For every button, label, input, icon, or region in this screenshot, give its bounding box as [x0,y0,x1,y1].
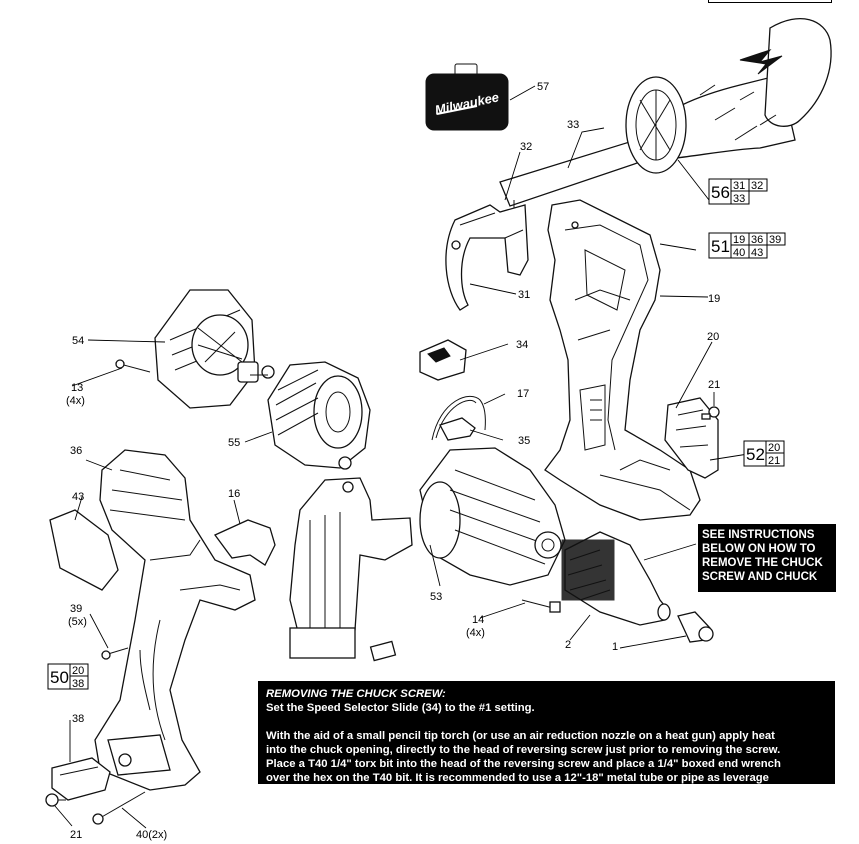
see-instructions-line: SCREW AND CHUCK [702,571,818,583]
callout-31: 31 [518,289,530,301]
assembly-box-56-sub: 31 [733,180,745,192]
screw-14-part [521,599,561,613]
screw-21b-part [45,793,66,807]
assembly-box-50-main: 50 [50,668,69,687]
callout-labels: 57 33 32 31 54 13 (4x) 55 34 17 35 19 20… [66,81,720,841]
assembly-box-50-sub: 20 [72,665,84,677]
instructions-line: into the chuck opening, directly to the … [266,744,781,756]
clamp-band-part [445,204,529,311]
instructions-title: REMOVING THE CHUCK SCREW: [266,688,446,700]
left-housing-half-part [94,449,256,791]
callout-14: 14 [472,614,484,626]
screw-13-part [115,359,151,373]
instructions-line: With the aid of a small pencil tip torch… [266,730,775,742]
see-instructions-note: SEE INSTRUCTIONS BELOW ON HOW TO REMOVE … [698,524,836,592]
assembly-box-50-sub: 38 [72,678,84,690]
callout-16: 16 [228,488,240,500]
assembly-box-51-main: 51 [711,237,730,256]
screw-40-part [92,791,146,825]
battery-latch-part [51,757,111,801]
assembly-box-56-sub: 33 [733,193,745,205]
gearbox-part [419,447,566,586]
assembly-box-52-sub: 20 [768,442,780,454]
assembly-box-52-main: 52 [746,445,765,464]
callout-19: 19 [708,293,720,305]
callout-39: 39 [70,603,82,615]
callout-34: 34 [516,339,528,351]
instructions-line: Place a T40 1/4" torx bit into the head … [266,758,781,770]
callout-1: 1 [612,641,618,653]
assembly-box-56-sub: 32 [751,180,763,192]
page-corner-frame [708,0,832,3]
chuck-screw-part [677,611,714,643]
assembly-box-51-sub: 40 [733,247,745,259]
assembly-box-50: 50 20 38 [47,663,89,690]
callout-33: 33 [567,119,579,131]
see-instructions-line: REMOVE THE CHUCK [702,557,823,569]
chuck-screw-instructions: REMOVING THE CHUCK SCREW: Set the Speed … [258,681,835,784]
screw-39-part [101,647,129,660]
screw-21-part [701,406,720,420]
right-housing-half-part [544,199,701,521]
callout-35: 35 [518,435,530,447]
chuck-part [561,531,671,626]
callout-40: 40(2x) [136,829,167,841]
instructions-line: over the hex on the T40 bit. It is recom… [266,772,769,784]
leader-lines [54,85,749,829]
instructions-step-1: Set the Speed Selector Slide (34) to the… [266,702,535,714]
callout-17: 17 [517,388,529,400]
slide-contact-part [439,417,476,441]
assembly-box-51-sub: 19 [733,234,745,246]
callout-21-bottom: 21 [70,829,82,841]
speed-selector-slide-part [419,339,467,381]
see-instructions-line: SEE INSTRUCTIONS [702,529,815,541]
callout-21-top: 21 [708,379,720,391]
callout-20: 20 [707,331,719,343]
callout-57: 57 [537,81,549,93]
carrying-case-icon: Milwaukee [425,63,509,131]
callout-54: 54 [72,335,84,347]
callout-53: 53 [430,591,442,603]
callout-13: 13 [71,382,83,394]
assembly-box-56: 56 31 32 33 [708,178,768,205]
callout-43: 43 [72,491,84,503]
assembly-box-51-sub: 36 [751,234,763,246]
stator-part [267,361,371,470]
assembly-box-52-sub: 21 [768,455,780,467]
callout-13-qty: (4x) [66,395,85,407]
callout-39-qty: (5x) [68,616,87,628]
assembly-box-52: 52 20 21 [743,440,785,467]
callout-55: 55 [228,437,240,449]
see-instructions-line: BELOW ON HOW TO [702,543,816,555]
switch-assembly-part [289,477,413,662]
callout-36: 36 [70,445,82,457]
label-43-part [49,509,119,591]
side-handle-part [499,18,832,222]
callout-38: 38 [72,713,84,725]
spring-part [431,395,486,441]
assembly-box-51-sub: 43 [751,247,763,259]
assembly-box-51-sub: 39 [769,234,781,246]
callout-32: 32 [520,141,532,153]
assembly-box-56-main: 56 [711,183,730,202]
callout-2: 2 [565,639,571,651]
motor-end-cap-part [154,289,275,409]
assembly-box-51: 51 19 36 39 40 43 [708,232,786,259]
callout-14-qty: (4x) [466,627,485,639]
switch-lever-part [213,519,276,566]
